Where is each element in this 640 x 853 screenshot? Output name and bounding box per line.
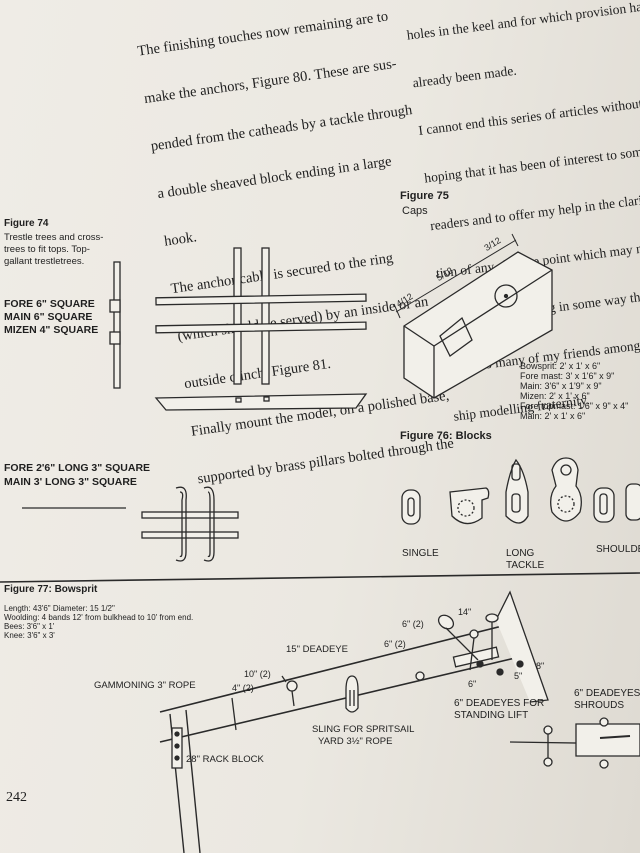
fig74-title: Figure 74 bbox=[4, 218, 49, 229]
label-size: 10" (2) bbox=[244, 669, 271, 679]
label-size: 5" bbox=[514, 671, 523, 681]
fig76-title: Figure 76: Blocks bbox=[400, 430, 492, 442]
fig74-trestle-top bbox=[155, 247, 367, 385]
fig74-trestle-side bbox=[109, 261, 121, 389]
label-sling: SLING FOR SPRITSAIL bbox=[312, 724, 415, 735]
label-size: 6" (2) bbox=[402, 619, 424, 629]
fig75-subtitle: Caps bbox=[402, 205, 428, 217]
label-rack-block: 28" RACK BLOCK bbox=[186, 754, 264, 765]
fig75-spec: Bowsprit: 2' x 1' x 6" bbox=[520, 361, 601, 371]
fig77-spec: Length: 43'6" Diameter: 15 1/2" bbox=[4, 604, 115, 613]
block-label-tackle: TACKLE bbox=[506, 560, 545, 571]
label-standing-lift-2: STANDING LIFT bbox=[454, 710, 529, 721]
fig74-crosstrees bbox=[22, 486, 239, 562]
fig75-cap bbox=[393, 233, 553, 399]
label-size: 6" bbox=[468, 679, 477, 689]
fig74-length-main: MAIN 3' LONG 3" SQUARE bbox=[4, 476, 137, 488]
fig75-spec: Main: 3'6" x 1'9" x 9" bbox=[520, 381, 602, 391]
block-label-single: SINGLE bbox=[402, 548, 439, 559]
label-deadeye-15: 15" DEADEYE bbox=[286, 644, 348, 655]
fig74-caption-line: gallant trestletrees. bbox=[4, 256, 85, 267]
fig74-size-main: MAIN 6" SQUARE bbox=[4, 311, 93, 323]
fig77-deadeyes-detail bbox=[509, 717, 640, 769]
fig75-spec: Fore topmast: 1'6" x 9" x 4" bbox=[520, 401, 629, 411]
label-shrouds: SHROUDS bbox=[574, 700, 625, 711]
label-size: 8" bbox=[536, 661, 545, 671]
block-label-shoulder: SHOULDER bbox=[596, 544, 640, 555]
fig77-title: Figure 77: Bowsprit bbox=[4, 584, 98, 595]
label-standing-lift: 6" DEADEYES FOR bbox=[454, 698, 545, 709]
fig77-spec: Bees: 3'6" x 1' bbox=[4, 622, 55, 631]
fig74-caption-line: Trestle trees and cross- bbox=[4, 232, 104, 243]
label-sling-rope: YARD 3½" ROPE bbox=[318, 736, 393, 747]
fig75-spec: Fore mast: 3' x 1'6" x 9" bbox=[520, 371, 615, 381]
fig76-blocks bbox=[401, 457, 640, 525]
label-size: 14" bbox=[458, 607, 472, 617]
fig74-size-mizen: MIZEN 4" SQUARE bbox=[4, 324, 99, 336]
fig74-caption-line: trees to fit tops. Top- bbox=[4, 244, 90, 255]
page-number: 242 bbox=[6, 790, 27, 805]
fig77-spec: Knee: 3'6" x 3' bbox=[4, 631, 55, 640]
label-size: 6" (2) bbox=[384, 639, 406, 649]
fig77-spec: Woolding: 4 bands 12' from bulkhead to 1… bbox=[4, 613, 194, 622]
fig74-trestle-elevation bbox=[154, 393, 368, 411]
block-label-long: LONG bbox=[506, 548, 535, 559]
label-size: 4" (2) bbox=[232, 683, 254, 693]
fig74-size-fore: FORE 6" SQUARE bbox=[4, 298, 95, 310]
fig77-bowsprit bbox=[159, 590, 549, 853]
section-divider bbox=[0, 572, 640, 583]
fig75-spec: Mizen: 2' x 1' x 6" bbox=[520, 391, 590, 401]
fig74-length-fore: FORE 2'6" LONG 3" SQUARE bbox=[4, 462, 151, 474]
label-gammoning: GAMMONING 3" ROPE bbox=[94, 680, 196, 691]
fig75-spec: Main: 2' x 1' x 6" bbox=[520, 411, 586, 421]
label-deadeyes-shrouds: 6" DEADEYES bbox=[574, 688, 640, 699]
fig75-title: Figure 75 bbox=[400, 190, 449, 202]
